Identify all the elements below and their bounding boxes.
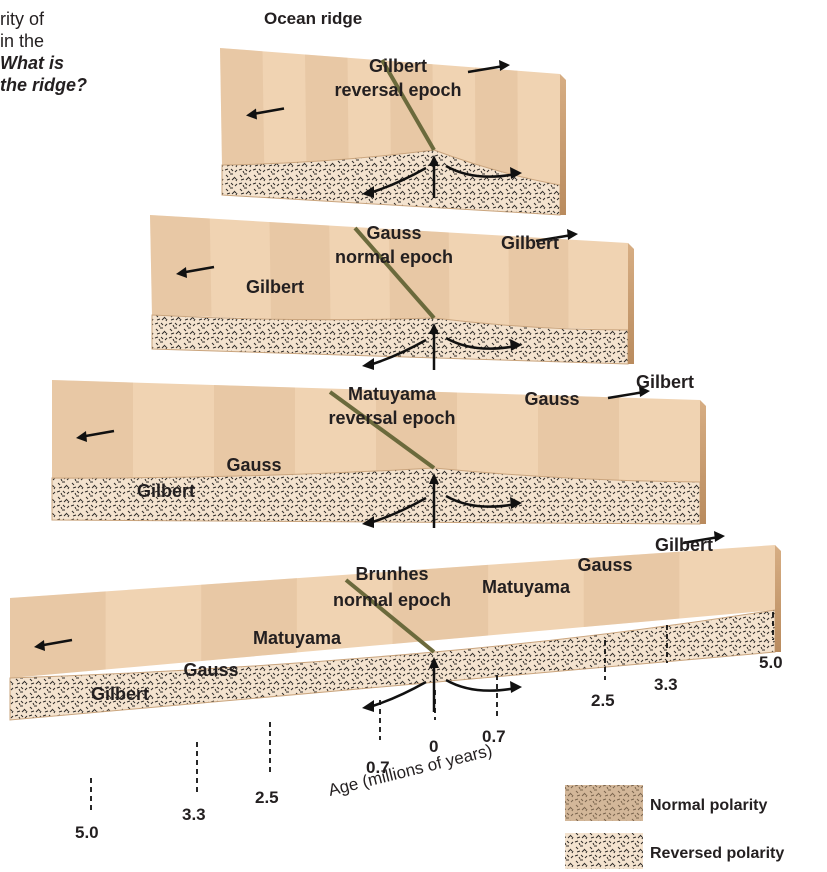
band-label: Matuyama [253,628,342,648]
slab-side-face [560,74,566,215]
arrowhead [499,60,510,71]
age-tick-label: 2.5 [255,788,279,807]
band-label: Gauss [226,455,281,475]
age-tick-label: 2.5 [591,691,615,710]
band-label: Gilbert [636,372,694,392]
arrowhead [567,229,578,240]
epoch-label: normal epoch [333,590,451,610]
slab-band [52,380,133,479]
slab-band [475,68,518,183]
arrowhead [714,531,725,542]
arrowhead [510,681,522,693]
arrowhead [362,358,374,370]
epoch-label: Gauss [366,223,421,243]
slab-band [150,215,212,317]
epoch-label: normal epoch [335,247,453,267]
band-label: Matuyama [482,577,571,597]
slab-side-face [775,545,781,652]
slab-side-face [700,400,706,524]
age-tick-label: 5.0 [759,653,783,672]
epoch-label: Gilbert [369,56,427,76]
slab-side-face [628,243,634,364]
slab-band [305,55,349,173]
band-label: Gauss [524,389,579,409]
age-tick-label: 5.0 [75,823,99,842]
age-tick-label: 3.3 [654,675,678,694]
band-label: Gilbert [246,277,304,297]
legend-swatch-reversed [565,833,643,869]
band-label: Gilbert [91,684,149,704]
slab-band [201,578,297,661]
slab-band [10,591,106,678]
flow-arrow-right [446,680,516,691]
epoch-label: Brunhes [355,564,428,584]
epoch-label: reversal epoch [334,80,461,100]
diagram-title: Ocean ridge [264,9,362,28]
spreading-arrow-right [608,392,644,398]
legend-label-reversed: Reversed polarity [650,845,784,862]
band-label: Gilbert [137,481,195,501]
legend-label-normal: Normal polarity [650,797,767,814]
band-label: Gilbert [655,535,713,555]
band-label: Gauss [183,660,238,680]
age-tick-label: 3.3 [182,805,206,824]
slab-band [220,48,264,168]
slab-band [270,222,331,321]
band-label: Gilbert [501,233,559,253]
band-label: Gauss [577,555,632,575]
epoch-label: reversal epoch [328,408,455,428]
legend: Normal polarity Reversed polarity [565,785,784,869]
arrowhead [362,700,374,712]
epoch-label: Matuyama [348,384,437,404]
age-axis-label: Age (millions of years) [326,741,494,800]
